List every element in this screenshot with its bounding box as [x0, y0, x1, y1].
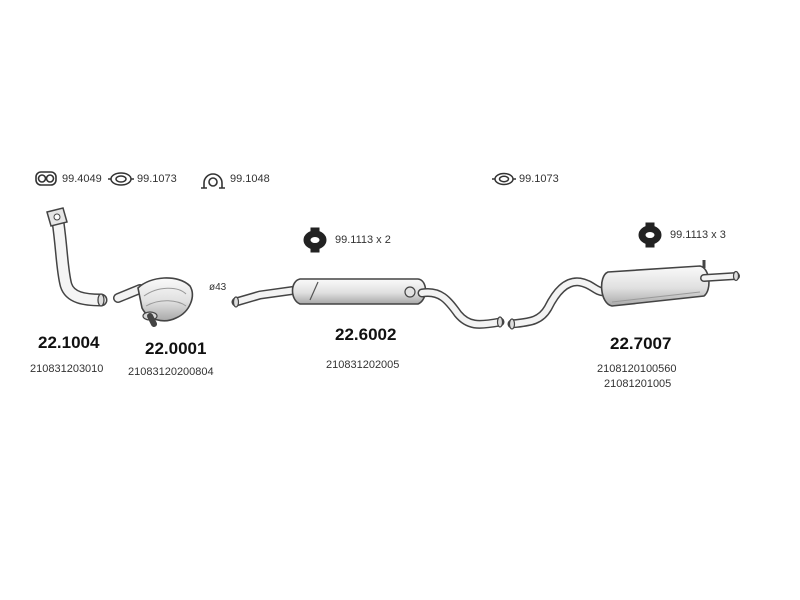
- oem-number: 210831202005: [326, 359, 400, 371]
- middle-silencer-icon: [231, 278, 505, 329]
- part-number: 22.7007: [610, 334, 672, 353]
- ring-icon: [492, 172, 516, 186]
- oem-number: 21083120200804: [128, 366, 214, 378]
- accessory-code: 99.1073: [519, 173, 559, 185]
- part-number: 22.0001: [145, 339, 207, 358]
- accessory-code: 99.1113 x 3: [670, 229, 726, 241]
- oem-number: 210831203010: [30, 363, 104, 375]
- accessory-code: 99.1048: [230, 173, 270, 185]
- accessory-code: 99.1073: [137, 173, 177, 185]
- part-number: 22.1004: [38, 333, 100, 352]
- oem-number: 21081201005: [604, 378, 672, 390]
- accessory-code: 99.4049: [62, 173, 102, 185]
- rear-silencer-icon: [507, 260, 740, 330]
- front-pipe-icon: [46, 207, 108, 307]
- catalytic-converter-icon: [113, 277, 194, 327]
- rubber-hanger-icon: [303, 227, 327, 253]
- clamp-icon: [201, 173, 225, 189]
- part-number: 22.6002: [335, 325, 397, 344]
- oem-number: 2108120100560: [597, 363, 677, 375]
- ring-icon: [108, 172, 134, 186]
- accessory-code: 99.1113 x 2: [335, 234, 391, 246]
- rubber-hanger-icon: [638, 222, 662, 248]
- diameter-label: ø43: [209, 282, 227, 293]
- gasket-icon: [35, 171, 57, 186]
